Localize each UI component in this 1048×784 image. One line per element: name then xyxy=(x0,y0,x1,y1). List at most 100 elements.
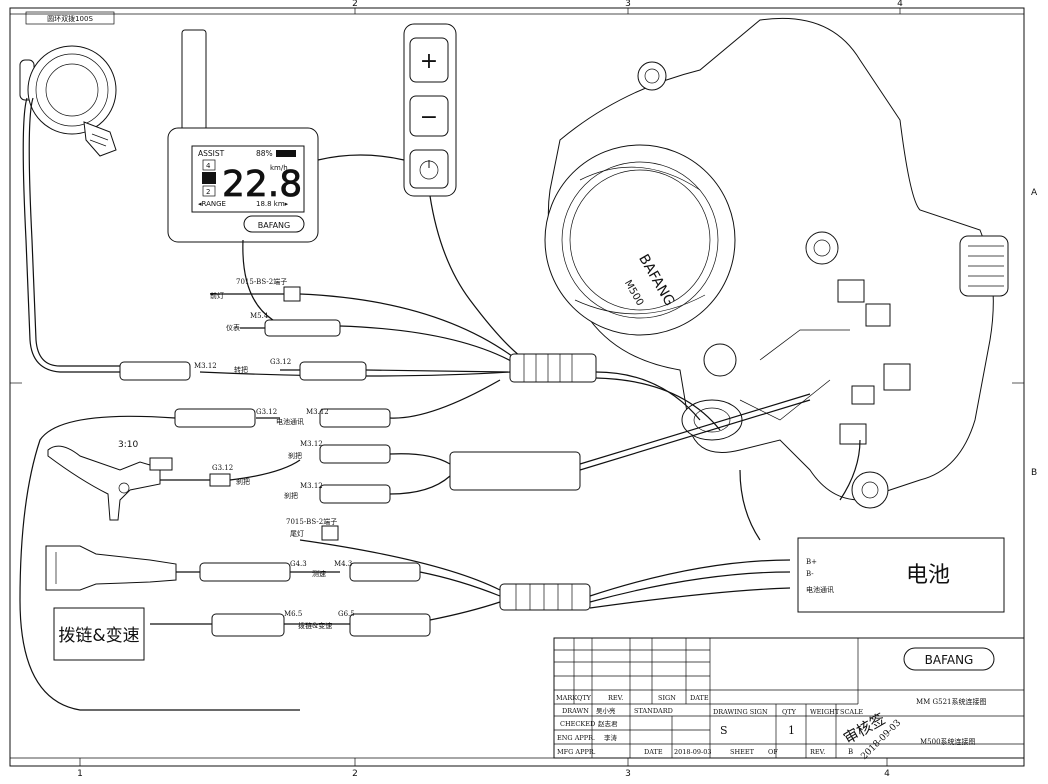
title-brand-logo xyxy=(903,647,995,671)
tb-mfg-appr: MFG APPR. xyxy=(557,748,596,756)
speed-m-connector-label: M4.3 xyxy=(334,560,352,568)
display-range-label: ◂RANGE xyxy=(198,200,226,208)
battery-comm-connector-g xyxy=(174,408,256,428)
brake-1-label: 刹把 xyxy=(288,451,302,460)
col-label-top-3: 3 xyxy=(625,0,631,9)
remote-plus: + xyxy=(420,49,438,74)
tb-rev2: REV. xyxy=(810,748,825,756)
tb-checked-name: 赵志君 xyxy=(598,719,618,728)
main-hub-1 xyxy=(509,353,597,383)
shift-sensor-box: 拨链&变速 xyxy=(53,607,145,661)
speed-connector-g xyxy=(199,562,291,582)
front-light-connector-label: 7015-BS-2端子 xyxy=(236,277,287,286)
battery-comm-pin: 电池通讯 xyxy=(806,585,834,594)
shift-connector-g xyxy=(349,613,431,637)
throttle-connector-label: M3.12 xyxy=(194,362,217,370)
tb-one: 1 xyxy=(788,724,795,737)
speed-sensor-label: 测速 xyxy=(312,570,326,578)
tb-drawn-name: 吴小亮 xyxy=(596,706,616,715)
title-block: BAFANG MARK QTY REV. SIGN DATE DRAWN 吴小亮… xyxy=(553,637,1025,762)
brake-connector-1 xyxy=(319,444,391,464)
display-battery-pct: 88% xyxy=(256,149,273,158)
brake-2-label: 刹把 xyxy=(284,491,298,500)
throttle-connector xyxy=(119,361,191,381)
tb-date-value: 2018-09-03 xyxy=(674,748,711,756)
shift-g-connector-label: G6.5 xyxy=(338,610,355,618)
display-level-low: 2 xyxy=(206,188,210,196)
display-range-value: 18.8 km▸ xyxy=(256,200,289,208)
display-unit: ASSIST 88% 4 2 22.8 km/h ◂RANGE 18.8 km▸… xyxy=(167,29,319,243)
display-speed-unit: km/h xyxy=(270,164,288,172)
col-label-bottom-2: 2 xyxy=(352,769,358,779)
shift-connector-m xyxy=(211,613,285,637)
shift-box-label: 拨链&变速 xyxy=(58,626,139,646)
display-speed: 22.8 xyxy=(222,164,302,205)
display-label: 仪表 xyxy=(226,323,240,332)
tb-mark: MARK xyxy=(556,694,577,702)
battery-comm-g-label: G3.12 xyxy=(256,408,277,416)
brake-connector-1-label: M3.12 xyxy=(300,440,323,448)
tb-s: S xyxy=(720,724,728,737)
brake-lever: 3:10 xyxy=(47,440,173,521)
connectors xyxy=(119,286,597,637)
tb-qty: QTY xyxy=(577,694,592,702)
battery-b-minus: B- xyxy=(806,570,814,578)
brake-splitter xyxy=(449,451,581,491)
remote-minus: − xyxy=(420,105,438,130)
col-label-bottom-1: 1 xyxy=(77,769,83,779)
tb-drawn: DRAWN xyxy=(562,707,589,715)
col-label-bottom-3: 3 xyxy=(625,769,631,779)
speed-g-connector-label: G4.3 xyxy=(290,560,307,568)
col-label-top-4: 4 xyxy=(897,0,903,9)
tb-drawing-title-2: M500系统连接图 xyxy=(920,737,976,746)
tb-weight: WEIGHT xyxy=(810,708,840,716)
speed-connector-m xyxy=(349,562,421,582)
front-light-label: 前灯 xyxy=(210,291,224,300)
rear-light-connector-label: 7015-BS-2端子 xyxy=(286,517,337,526)
row-label-b: B xyxy=(1031,468,1037,478)
display-level-high: 4 xyxy=(206,162,211,170)
tb-eng-name: 李涛 xyxy=(604,733,618,742)
thumb-throttle: 圆环双拨100S xyxy=(19,11,117,157)
display-brand: BAFANG xyxy=(258,221,290,230)
battery-title: 电池 xyxy=(906,563,950,588)
wiring-labels: 7015-BS-2端子 前灯 M5.4 仪表 M3.12 转把 G3.12 G3… xyxy=(194,277,355,630)
col-label-top-2: 2 xyxy=(352,0,358,9)
brake-lever-label: 刹把 xyxy=(236,477,250,486)
tb-sign: SIGN xyxy=(658,694,676,702)
display-connector xyxy=(264,319,341,337)
remote-control: + − xyxy=(403,23,457,197)
brake-connector-2-label: M3.12 xyxy=(300,482,323,490)
tb-rev: REV. xyxy=(608,694,623,702)
brake-ratio: 3:10 xyxy=(118,440,138,450)
cable-harness xyxy=(19,97,861,711)
tb-of: OF xyxy=(768,748,778,756)
speed-sensor xyxy=(45,545,177,591)
row-label-a: A xyxy=(1031,188,1038,198)
tb-sheet: SHEET xyxy=(730,748,755,756)
tb-date-label: DATE xyxy=(644,748,663,756)
tb-scale: SCALE xyxy=(840,708,863,716)
tb-eng-appr: ENG APPR. xyxy=(557,734,595,742)
shift-m-connector-label: M6.5 xyxy=(284,610,302,618)
tb-date: DATE xyxy=(690,694,709,702)
brake-lever-connector-label: G3.12 xyxy=(212,464,233,472)
col-label-bottom-4: 4 xyxy=(884,769,890,779)
display-assist: ASSIST xyxy=(198,149,225,158)
rear-light-label: 尾灯 xyxy=(290,529,304,538)
front-light-connector xyxy=(283,286,301,302)
battery-b-plus: B+ xyxy=(806,558,817,566)
throttle-g-connector-label: G3.12 xyxy=(270,358,291,366)
brake-connector-2 xyxy=(319,484,391,504)
tb-drawing-title-1: MM G521系统连接图 xyxy=(916,697,987,706)
tb-drawing-sign: DRAWING SIGN xyxy=(713,708,768,716)
throttle-g-connector xyxy=(299,361,367,381)
battery-comm-m-label: M3.12 xyxy=(306,408,329,416)
rear-light-connector xyxy=(321,525,339,541)
brake-lever-connector xyxy=(209,473,231,487)
throttle-label: 转把 xyxy=(234,365,248,374)
title-brand: BAFANG xyxy=(925,653,974,667)
mid-drive-motor: BAFANG M500 xyxy=(544,17,1009,509)
shift-sensor-label: 拨链&变速 xyxy=(298,621,332,630)
